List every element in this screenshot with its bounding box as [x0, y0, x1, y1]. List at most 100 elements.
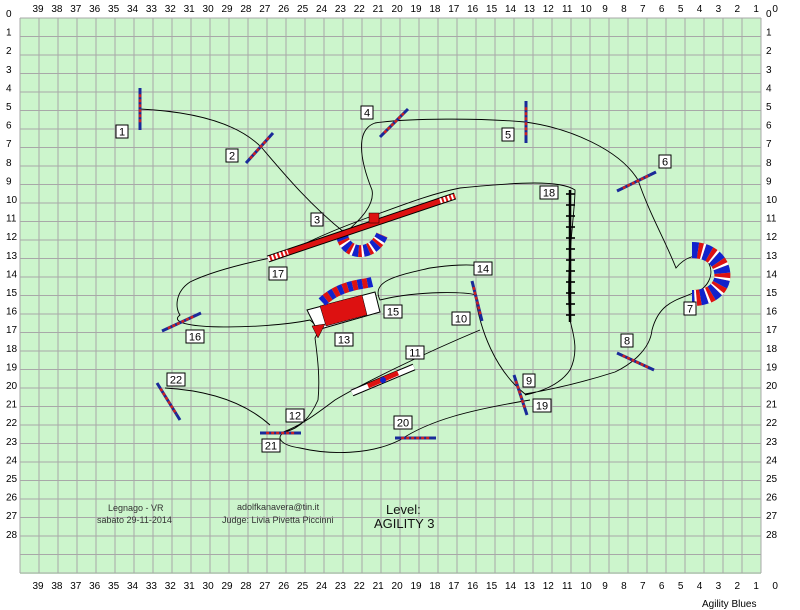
y-tick-left: 7 [6, 139, 12, 150]
dogwalk [266, 192, 457, 263]
x-tick-bottom: 38 [51, 581, 63, 592]
seesaw-11 [350, 363, 416, 397]
svg-text:4: 4 [364, 108, 370, 120]
level-value: AGILITY 3 [374, 516, 434, 531]
x-tick-top: 11 [562, 4, 573, 15]
location-text: Legnago - VR [108, 503, 164, 513]
obstacle-number-label: 3 [310, 212, 324, 227]
x-tick-top: 4 [697, 4, 703, 15]
obstacle-number-label: 16 [185, 329, 205, 344]
x-tick-bottom: 24 [316, 581, 328, 592]
y-tick-left: 13 [6, 251, 18, 262]
y-tick-left: 18 [6, 344, 18, 355]
x-tick-top: 19 [410, 4, 422, 15]
y-tick-right: 3 [766, 65, 772, 76]
x-tick-bottom: 21 [373, 581, 385, 592]
level-label: Level: [386, 502, 421, 517]
x-tick-top: 25 [297, 4, 309, 15]
svg-text:8: 8 [624, 336, 630, 348]
x-tick-bottom: 2 [735, 581, 741, 592]
y-tick-left: 23 [6, 437, 18, 448]
y-tick-left: 22 [6, 418, 18, 429]
x-tick-bottom: 4 [697, 581, 703, 592]
y-tick-left: 17 [6, 325, 18, 336]
y-tick-left: 15 [6, 288, 18, 299]
x-tick-top: 10 [581, 4, 593, 15]
svg-text:13: 13 [338, 335, 350, 347]
y-tick-right: 19 [766, 362, 778, 373]
y-tick-left: 8 [6, 158, 12, 169]
svg-text:10: 10 [455, 314, 467, 326]
x-tick-top: 13 [524, 4, 536, 15]
svg-text:11: 11 [409, 348, 420, 360]
y-tick-left: 19 [6, 362, 18, 373]
tunnel-3 [336, 232, 388, 258]
obstacle-number-label: 21 [261, 438, 281, 453]
x-tick-top: 14 [505, 4, 517, 15]
svg-text:3: 3 [314, 215, 320, 227]
x-tick-top: 22 [354, 4, 366, 15]
obstacle-number-label: 4 [360, 105, 374, 120]
svg-text:16: 16 [189, 332, 201, 344]
y-tick-right: 11 [766, 214, 777, 225]
x-tick-top: 18 [429, 4, 441, 15]
y-tick-left: 3 [6, 65, 12, 76]
obstacle-number-label: 22 [166, 372, 186, 387]
y-tick-right: 22 [766, 418, 778, 429]
obstacle-number-label: 11 [405, 345, 425, 360]
y-tick-left: 25 [6, 474, 18, 485]
x-tick-top: 33 [146, 4, 158, 15]
x-tick-bottom: 29 [221, 581, 233, 592]
y-tick-right: 4 [766, 83, 772, 94]
svg-text:19: 19 [536, 401, 548, 413]
x-tick-bottom: 26 [278, 581, 290, 592]
svg-text:15: 15 [387, 307, 399, 319]
x-tick-bottom: 0 [772, 581, 778, 592]
x-tick-bottom: 10 [581, 581, 593, 592]
x-tick-top: 23 [335, 4, 347, 15]
x-tick-top: 28 [240, 4, 252, 15]
x-tick-bottom: 39 [32, 581, 44, 592]
obstacle-number-label: 12 [285, 408, 305, 423]
x-tick-bottom: 15 [486, 581, 498, 592]
x-tick-top: 38 [51, 4, 63, 15]
y-tick-right: 28 [766, 530, 778, 541]
y-tick-right: 14 [766, 269, 778, 280]
y-tick-left: 9 [6, 176, 12, 187]
x-tick-bottom: 12 [543, 581, 555, 592]
x-tick-top: 17 [448, 4, 460, 15]
x-tick-bottom: 16 [467, 581, 479, 592]
obstacle-number-label: 6 [658, 154, 672, 169]
obstacle-number-label: 15 [383, 304, 403, 319]
x-tick-bottom: 20 [392, 581, 404, 592]
x-tick-bottom: 34 [127, 581, 139, 592]
y-tick-right: 2 [766, 46, 772, 57]
x-tick-top: 39 [32, 4, 44, 15]
x-tick-bottom: 14 [505, 581, 517, 592]
y-tick-left: 6 [6, 121, 12, 132]
axis-ticks: 3939383837373636353534343333323231313030… [6, 4, 778, 592]
x-tick-top: 3 [716, 4, 722, 15]
x-tick-bottom: 7 [640, 581, 646, 592]
y-tick-right: 16 [766, 307, 778, 318]
y-tick-right: 15 [766, 288, 778, 299]
x-tick-top: 7 [640, 4, 646, 15]
y-tick-right: 12 [766, 232, 778, 243]
x-tick-top: 5 [678, 4, 684, 15]
svg-text:6: 6 [662, 157, 668, 169]
y-tick-left: 14 [6, 269, 18, 280]
y-tick-right: 13 [766, 251, 778, 262]
svg-text:17: 17 [272, 269, 284, 281]
y-tick-right: 18 [766, 344, 778, 355]
svg-text:5: 5 [505, 130, 511, 142]
x-tick-bottom: 35 [108, 581, 120, 592]
x-tick-bottom: 32 [165, 581, 177, 592]
y-tick-left: 24 [6, 455, 18, 466]
y-tick-right: 5 [766, 102, 772, 113]
obstacle-number-label: 19 [532, 398, 552, 413]
x-tick-top: 36 [89, 4, 101, 15]
jump-bar [167, 314, 196, 330]
x-tick-bottom: 37 [70, 581, 82, 592]
jump-bar [622, 173, 651, 190]
